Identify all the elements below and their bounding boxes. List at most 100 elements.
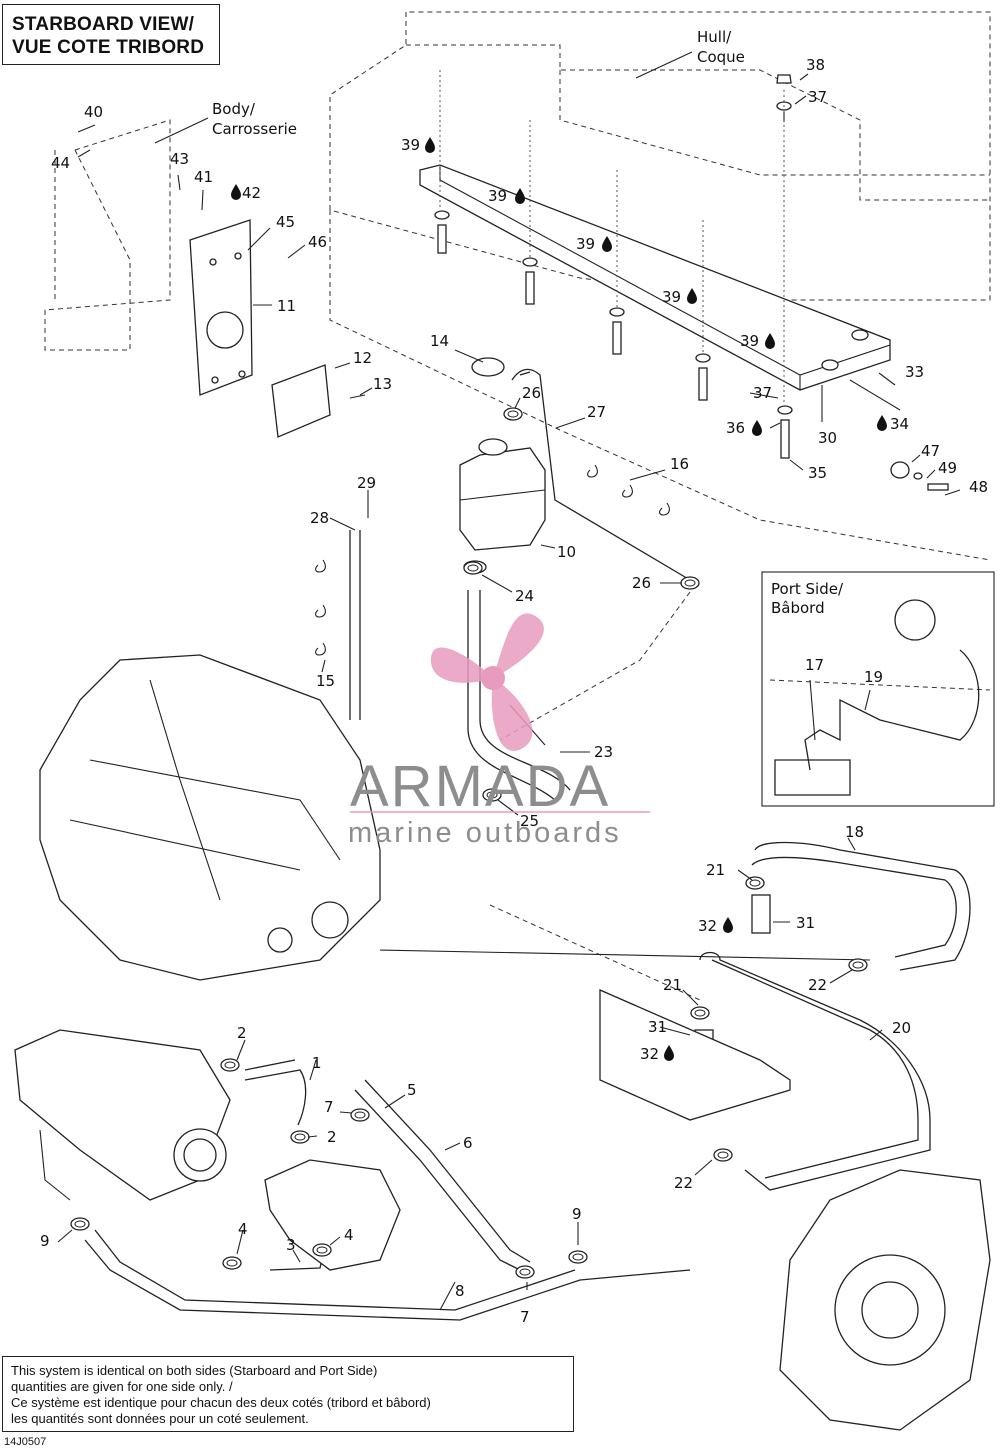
part-label-48: 48	[969, 478, 988, 496]
sealant-drop-icon	[231, 184, 241, 200]
hoses-upper	[349, 368, 691, 801]
part-label-4: 4	[344, 1226, 354, 1244]
part-label-7: 7	[324, 1098, 334, 1116]
part-label-2: 2	[327, 1128, 337, 1146]
system-note-box: This system is identical on both sides (…	[2, 1356, 574, 1432]
part-label-21: 21	[706, 861, 725, 879]
coolant-reservoir	[459, 357, 546, 574]
part-label-17: 17	[805, 656, 824, 674]
part-label-18: 18	[845, 823, 864, 841]
bracket	[189, 219, 253, 396]
part-label-31: 31	[648, 1018, 667, 1036]
part-label-44: 44	[51, 154, 70, 172]
note-line: This system is identical on both sides (…	[11, 1363, 378, 1378]
view-title-box: STARBOARD VIEW/ VUE COTE TRIBORD	[2, 4, 220, 65]
hoses-right	[379, 841, 971, 1191]
part-label-21: 21	[663, 976, 682, 994]
watermark-brand: ARMADA	[350, 754, 610, 819]
part-label-10: 10	[557, 543, 576, 561]
hull	[329, 11, 991, 561]
watermark-tagline: marine outboards	[348, 817, 622, 849]
part-label-28: 28	[310, 509, 329, 527]
part-label-25: 25	[520, 812, 539, 830]
part-label-5: 5	[407, 1081, 417, 1099]
part-label-23: 23	[594, 743, 613, 761]
part-label-32: 32	[698, 917, 717, 935]
engine-block	[39, 654, 381, 981]
body-panel	[44, 119, 171, 351]
part-label-35: 35	[808, 464, 827, 482]
sealant-drop-icon	[425, 137, 435, 153]
part-label-8: 8	[455, 1282, 465, 1300]
part-label-39: 39	[662, 288, 681, 306]
callout-labels: Hull/ Coque Body/ Carrosserie Port Side/…	[212, 28, 844, 617]
part-label-13: 13	[373, 375, 392, 393]
sealant-drop-icon	[515, 188, 525, 204]
part-label-39: 39	[488, 187, 507, 205]
sealant-drop-icon	[877, 415, 887, 431]
port-side-inset	[761, 571, 995, 807]
part-label-12: 12	[353, 349, 372, 367]
part-number-labels: 1 2 2 3 4 4 5 6 7 7 8 9 9 10 11 12 13 14…	[40, 56, 988, 1326]
part-label-34: 34	[890, 415, 909, 433]
part-label-16: 16	[670, 455, 689, 473]
label-carrosserie: Carrosserie	[212, 120, 297, 138]
part-label-40: 40	[84, 103, 103, 121]
label-hull: Hull/	[697, 28, 732, 46]
part-label-6: 6	[463, 1134, 473, 1152]
part-label-42: 42	[242, 184, 261, 202]
part-label-1: 1	[312, 1054, 322, 1072]
hoses-lower	[84, 1059, 691, 1321]
part-label-37: 37	[753, 384, 772, 402]
part-label-49: 49	[938, 459, 957, 477]
label-babord: Bâbord	[771, 599, 825, 617]
sealant-drop-icon	[752, 420, 762, 436]
impeller-housing	[779, 1169, 991, 1431]
part-label-4: 4	[238, 1220, 248, 1238]
exhaust-manifold	[14, 1029, 231, 1201]
view-title-english: STARBOARD VIEW/	[12, 14, 195, 35]
part-label-3: 3	[286, 1236, 296, 1254]
figure-id: 14J0507	[4, 1436, 47, 1448]
part-label-33: 33	[905, 363, 924, 381]
part-label-39: 39	[401, 136, 420, 154]
watermark: ARMADA marine outboards	[348, 613, 650, 849]
label-coque: Coque	[697, 48, 745, 66]
note-line: les quantités sont données pour un coté …	[11, 1411, 309, 1426]
part-label-31: 31	[796, 914, 815, 932]
part-label-45: 45	[276, 213, 295, 231]
part-label-29: 29	[357, 474, 376, 492]
part-label-7: 7	[520, 1308, 530, 1326]
rail-bolts	[434, 70, 949, 491]
part-label-26: 26	[632, 574, 651, 592]
part-label-39: 39	[740, 332, 759, 350]
part-label-20: 20	[892, 1019, 911, 1037]
part-label-26: 26	[522, 384, 541, 402]
support-clip	[271, 364, 366, 438]
part-label-32: 32	[640, 1045, 659, 1063]
part-label-41: 41	[194, 168, 213, 186]
part-label-39: 39	[576, 235, 595, 253]
part-label-9: 9	[572, 1205, 582, 1223]
note-line: Ce système est identique pour chacun des…	[11, 1395, 431, 1410]
label-body: Body/	[212, 100, 256, 118]
note-line: quantities are given for one side only. …	[11, 1379, 233, 1394]
hose-clips	[315, 464, 670, 656]
view-title-french: VUE COTE TRIBORD	[12, 37, 205, 58]
part-label-2: 2	[237, 1024, 247, 1042]
part-label-11: 11	[277, 297, 296, 315]
part-label-19: 19	[864, 668, 883, 686]
part-label-47: 47	[921, 442, 940, 460]
part-label-27: 27	[587, 403, 606, 421]
part-label-14: 14	[430, 332, 449, 350]
part-label-38: 38	[806, 56, 825, 74]
part-label-24: 24	[515, 587, 534, 605]
part-label-37: 37	[808, 88, 827, 106]
part-label-43: 43	[170, 150, 189, 168]
part-label-22: 22	[674, 1174, 693, 1192]
part-label-30: 30	[818, 429, 837, 447]
part-label-9: 9	[40, 1232, 50, 1250]
part-label-36: 36	[726, 419, 745, 437]
label-port-side: Port Side/	[771, 580, 844, 598]
